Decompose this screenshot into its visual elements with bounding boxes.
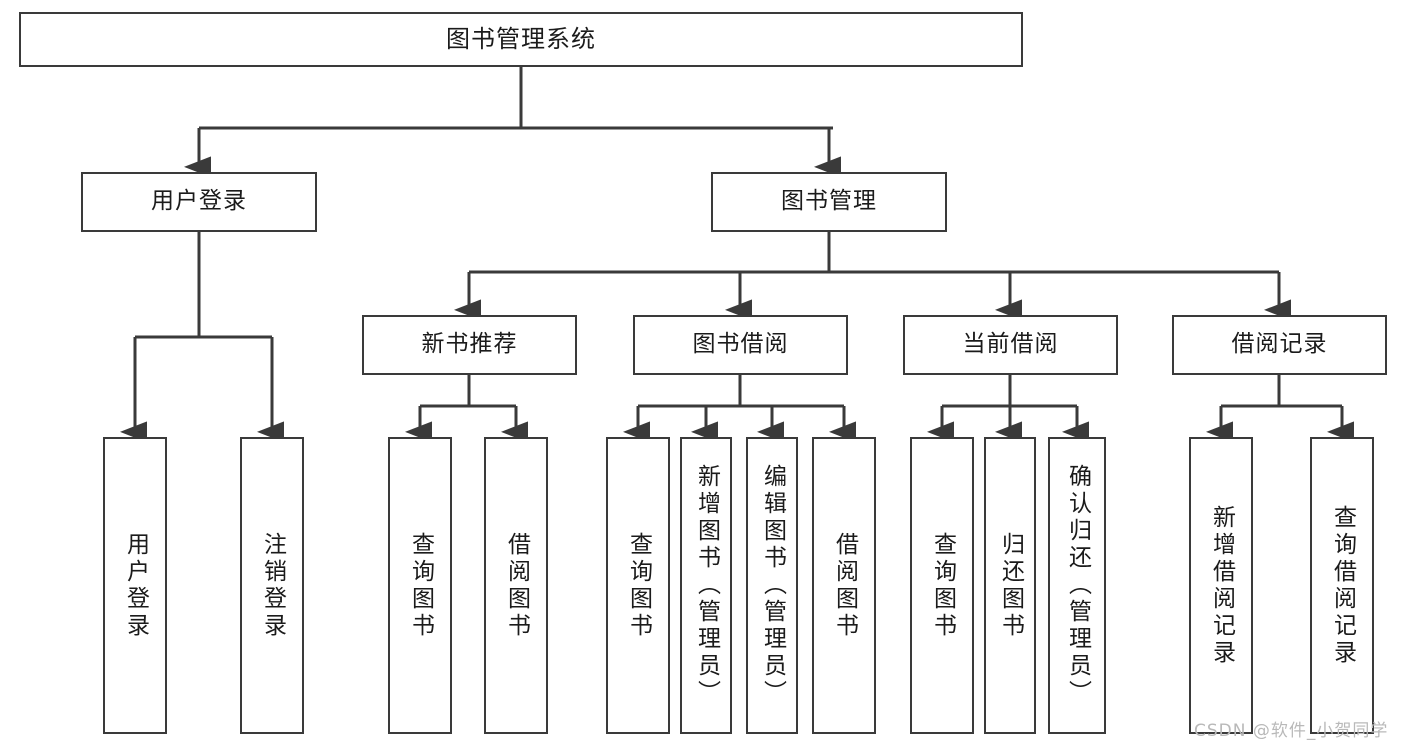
node-leaf-query-book-1-label: 查询图书 (407, 531, 434, 640)
node-book-manage-label: 图书管理 (781, 188, 877, 215)
node-leaf-user-login-label: 用户登录 (122, 531, 149, 640)
node-leaf-borrow-book-1[interactable]: 借阅图书 (484, 437, 548, 734)
node-root-label: 图书管理系统 (446, 25, 596, 54)
node-current-borrow-label: 当前借阅 (962, 331, 1059, 358)
node-leaf-query-record-label: 查询借阅记录 (1329, 504, 1356, 667)
node-leaf-add-book-label: 新增图书（管理员） (693, 464, 720, 707)
csdn-watermark: CSDN @软件_小贺同学 (1194, 721, 1389, 741)
node-leaf-return-book[interactable]: 归还图书 (984, 437, 1036, 734)
node-book-manage[interactable]: 图书管理 (711, 172, 947, 232)
node-leaf-confirm-return[interactable]: 确认归还（管理员） (1048, 437, 1106, 734)
node-leaf-add-book[interactable]: 新增图书（管理员） (680, 437, 732, 734)
node-new-book-recommend-label: 新书推荐 (421, 331, 518, 358)
node-leaf-user-logout[interactable]: 注销登录 (240, 437, 304, 734)
node-leaf-query-book-2-label: 查询图书 (625, 531, 652, 640)
node-borrow-record-label: 借阅记录 (1231, 331, 1328, 358)
node-leaf-borrow-book-1-label: 借阅图书 (503, 531, 530, 640)
node-leaf-query-book-1[interactable]: 查询图书 (388, 437, 452, 734)
node-book-borrow-label: 图书借阅 (692, 331, 789, 358)
node-leaf-edit-book[interactable]: 编辑图书（管理员） (746, 437, 798, 734)
node-user-login-label: 用户登录 (151, 188, 247, 215)
node-leaf-query-record[interactable]: 查询借阅记录 (1310, 437, 1374, 734)
node-new-book-recommend[interactable]: 新书推荐 (362, 315, 577, 375)
node-leaf-edit-book-label: 编辑图书（管理员） (759, 464, 786, 707)
node-leaf-confirm-return-label: 确认归还（管理员） (1064, 464, 1091, 707)
node-leaf-user-logout-label: 注销登录 (259, 531, 286, 640)
node-leaf-borrow-book-2[interactable]: 借阅图书 (812, 437, 876, 734)
node-leaf-user-login[interactable]: 用户登录 (103, 437, 167, 734)
node-borrow-record[interactable]: 借阅记录 (1172, 315, 1387, 375)
node-root[interactable]: 图书管理系统 (19, 12, 1023, 67)
node-leaf-add-record-label: 新增借阅记录 (1208, 504, 1235, 667)
node-leaf-query-book-3-label: 查询图书 (929, 531, 956, 640)
node-leaf-return-book-label: 归还图书 (997, 531, 1024, 640)
node-leaf-add-record[interactable]: 新增借阅记录 (1189, 437, 1253, 734)
node-current-borrow[interactable]: 当前借阅 (903, 315, 1118, 375)
node-book-borrow[interactable]: 图书借阅 (633, 315, 848, 375)
node-user-login[interactable]: 用户登录 (81, 172, 317, 232)
node-leaf-query-book-3[interactable]: 查询图书 (910, 437, 974, 734)
node-leaf-borrow-book-2-label: 借阅图书 (831, 531, 858, 640)
node-leaf-query-book-2[interactable]: 查询图书 (606, 437, 670, 734)
